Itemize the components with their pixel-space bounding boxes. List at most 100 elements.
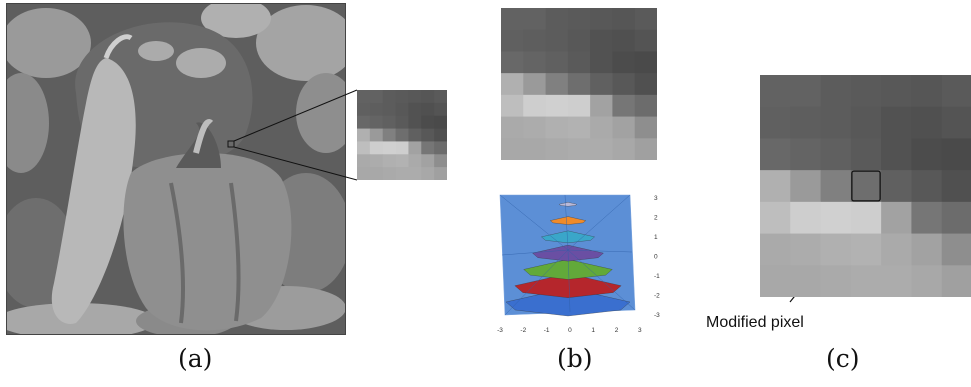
pixel-cell <box>395 154 409 168</box>
surface-facet-line <box>567 194 631 251</box>
pixel-cell <box>941 201 971 235</box>
pixel-cell <box>760 138 791 171</box>
pixel-cell <box>760 106 791 139</box>
pixel-cell <box>545 116 569 139</box>
pixel-cell <box>567 116 591 139</box>
modified-pixel-box <box>851 170 881 202</box>
pixel-cell <box>911 233 943 266</box>
pixel-cell <box>881 265 912 297</box>
pixel-cell <box>434 141 447 155</box>
pixel-cell <box>501 8 524 31</box>
surface-facet-line <box>504 249 569 316</box>
pixel-cell <box>634 8 657 31</box>
pixel-cell <box>523 29 547 52</box>
pixel-cell <box>382 115 397 130</box>
pixel-cell <box>911 106 943 139</box>
pixel-cell <box>501 29 524 52</box>
pixel-cell <box>421 102 435 117</box>
pixel-cell <box>408 90 422 104</box>
pixel-cell <box>850 75 882 108</box>
pixel-cell <box>523 73 547 96</box>
pixel-cell <box>881 138 912 171</box>
pixel-cell <box>523 51 547 74</box>
pixel-cell <box>382 90 397 104</box>
z-tick-label: 3 <box>654 195 658 202</box>
pixel-cell <box>357 90 371 104</box>
pixel-cell <box>911 265 943 297</box>
pixel-cell <box>590 8 613 31</box>
pixel-cell <box>941 106 971 139</box>
pixel-cell <box>382 141 397 155</box>
pixel-cell <box>523 94 547 118</box>
pixel-cell <box>911 170 943 203</box>
pixel-cell <box>545 94 569 118</box>
pixel-cell <box>395 128 409 142</box>
pixel-cell <box>523 116 547 139</box>
pixel-cell <box>790 201 822 235</box>
pixel-cell <box>634 116 657 139</box>
pixel-cell <box>634 138 657 160</box>
pixel-cell <box>357 154 371 168</box>
caption-a: (a) <box>178 344 213 373</box>
pixel-cell <box>790 75 822 108</box>
pixel-cell <box>434 102 447 117</box>
z-tick-label: -3 <box>654 312 660 319</box>
pixel-cell <box>434 128 447 142</box>
pixel-cell <box>941 138 971 171</box>
pixel-cell <box>790 138 822 171</box>
pixel-cell <box>850 138 882 171</box>
pixel-cell <box>820 201 852 235</box>
pixel-cell <box>382 154 397 168</box>
pixel-cell <box>501 94 524 118</box>
pixel-cell <box>612 73 636 96</box>
pixel-cell <box>545 8 569 31</box>
pixel-cell <box>850 201 882 235</box>
pixel-cell <box>790 233 822 266</box>
pixel-cell <box>395 102 409 117</box>
pixel-cell <box>395 167 409 180</box>
z-tick-label: -2 <box>654 293 660 300</box>
pixel-cell <box>421 90 435 104</box>
modified-pixel-label: Modified pixel <box>706 314 804 331</box>
surface-facet-line <box>567 249 571 313</box>
pixel-cell <box>567 51 591 74</box>
pixel-cell <box>760 233 791 266</box>
pixel-cell <box>545 29 569 52</box>
pixel-cell <box>545 138 569 160</box>
pixel-cell <box>881 233 912 266</box>
pixel-cell <box>434 115 447 130</box>
pixel-cell <box>760 265 791 297</box>
pixel-cell <box>421 128 435 142</box>
x-tick-label: -2 <box>520 327 526 334</box>
caption-b: (b) <box>557 344 593 373</box>
pixel-cell <box>634 94 657 118</box>
pixel-cell <box>501 116 524 139</box>
pixel-cell <box>382 128 397 142</box>
pixel-cell <box>357 167 371 180</box>
pixel-cell <box>590 138 613 160</box>
surface-band <box>549 216 587 225</box>
pixel-cell <box>434 90 447 104</box>
pixel-cell <box>941 265 971 297</box>
pixel-cell <box>434 154 447 168</box>
pixel-cell <box>911 75 943 108</box>
pixel-cell <box>408 141 422 155</box>
surface-facet-line <box>501 249 569 256</box>
pixel-cell <box>567 8 591 31</box>
pixel-cell <box>941 75 971 108</box>
pixel-cell <box>612 116 636 139</box>
pixel-cell <box>590 29 613 52</box>
pixel-cell <box>612 29 636 52</box>
pixel-cell <box>820 106 852 139</box>
pixel-cell <box>369 115 384 130</box>
x-tick-label: 2 <box>615 327 619 334</box>
pixel-cell <box>408 102 422 117</box>
pixel-cell <box>612 51 636 74</box>
pixel-cell <box>941 233 971 266</box>
pixel-cell <box>590 51 613 74</box>
pixel-cell <box>545 73 569 96</box>
pixel-cell <box>634 73 657 96</box>
z-tick-label: 1 <box>654 234 658 241</box>
pixel-cell <box>612 8 636 31</box>
